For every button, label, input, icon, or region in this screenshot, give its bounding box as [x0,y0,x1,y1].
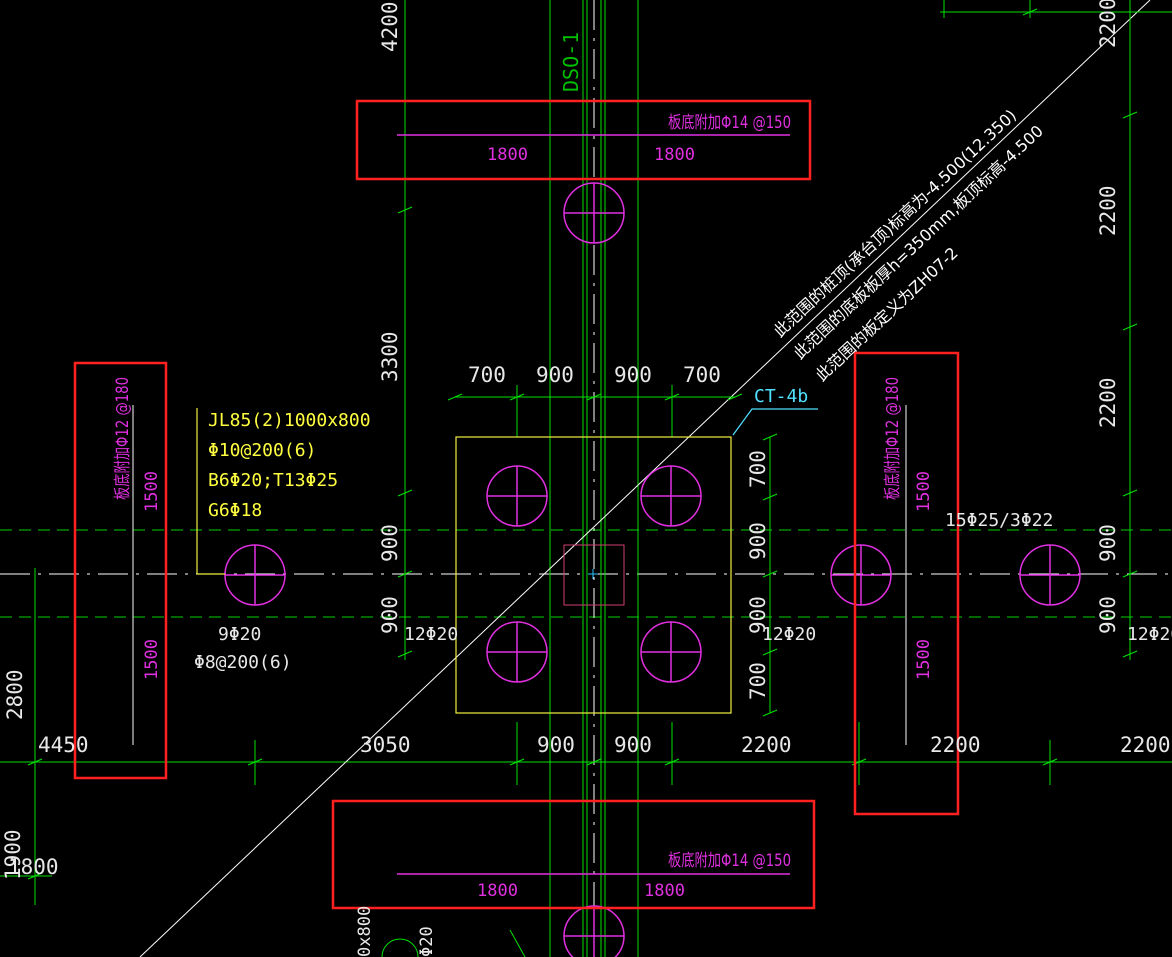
clipped-label-2: Φ20 [417,926,437,957]
rebar-left-length-lower: 1500 [142,639,162,680]
pile-marker [486,465,548,527]
beam-bottom-bar-label: 9Φ20 [218,624,261,645]
dim-bottom-3050: 3050 [360,733,411,757]
pile-marker-partial [381,938,419,957]
dim-left-1800: 1800 [8,855,59,879]
cap-leader-line [732,408,818,436]
dim-cap-top-3: 900 [614,363,652,387]
dim-bottom-2200-a: 2200 [741,733,792,757]
highlight-box-top [355,99,812,181]
rebar-top-length-right: 1800 [654,145,695,165]
dim-bottom-900-a: 900 [537,733,575,757]
dim-left-900-a: 900 [378,524,402,562]
beam-label-2: Φ10@200(6) [208,440,316,461]
pile-marker [486,621,548,683]
rebar-right-length-upper: 1500 [914,471,934,512]
dim-top-right-2200: 2200 [1096,0,1120,48]
cap-name-label: CT-4b [754,386,808,407]
dim-bottom-2200-c: 2200 [1120,733,1171,757]
dim-bottom-2200-b: 2200 [930,733,981,757]
pile-marker [1019,544,1081,606]
rebar-bottom-length-left: 1800 [477,881,518,901]
column-strip [549,0,639,957]
dim-left-1900: 1900 [1,829,25,880]
piles[interactable] [224,182,1081,957]
pile-marker [830,544,892,606]
rebar-right-label: 板底附加Φ12 @180 [882,377,902,500]
dim-left-2800: 2800 [3,669,27,720]
dim-top-left-4200: 4200 [378,1,402,52]
highlight-box-left [73,361,168,780]
beam-bar-label-right: 15Φ25/3Φ22 [945,510,1053,531]
dim-cap-top-2: 900 [536,363,574,387]
dim-cap-right-4: 700 [746,662,770,700]
rebar-left-label: 板底附加Φ12 @180 [112,377,132,500]
beam-label-4: G6Φ18 [208,500,262,521]
rebar-bottom-length-right: 1800 [644,881,685,901]
beam-label-bracket [196,408,225,575]
pile-marker [640,621,702,683]
beam-bar-label-c: 12Φ20 [1127,624,1172,645]
rebar-top-length-left: 1800 [487,145,528,165]
dim-left-900-b: 900 [378,596,402,634]
highlight-boxes[interactable] [73,99,960,910]
pile-marker [640,465,702,527]
dim-right-2200-a: 2200 [1096,185,1120,236]
column-outline[interactable] [563,544,625,606]
highlight-box-right [853,351,960,816]
dim-bottom-4450: 4450 [38,733,89,757]
beam-stirrup-label: Φ8@200(6) [194,652,292,673]
pile-marker [563,182,625,244]
additional-rebar-lines [132,134,907,875]
rebar-right-length-lower: 1500 [914,639,934,680]
clipped-label-1: 0x800 [355,906,375,957]
dim-cap-top-4: 700 [683,363,721,387]
rebar-left-length-upper: 1500 [142,471,162,512]
dim-left-3300: 3300 [378,331,402,382]
dim-bottom-900-b: 900 [614,733,652,757]
dim-right-2200-b: 2200 [1096,377,1120,428]
highlight-box-bottom [331,799,816,910]
strip-label-dso: DSO-1 [559,32,583,92]
slab-boundary-diagonal [139,0,1151,957]
beam-label-3: B6Φ20;T13Φ25 [208,470,338,491]
dim-cap-right-3: 900 [746,596,770,634]
beam-bar-label-a: 12Φ20 [404,624,458,645]
beam-bar-label-b: 12Φ20 [762,624,816,645]
grid-axes [0,529,1172,763]
rebar-bottom-label: 板底附加Φ14 @150 [668,850,791,870]
dim-cap-right-1: 700 [746,450,770,488]
dim-cap-right-2: 900 [746,522,770,560]
pile-marker [563,905,625,957]
dim-right-900-a: 900 [1096,524,1120,562]
rebar-top-label: 板底附加Φ14 @150 [668,112,791,132]
pile-cap-outline[interactable] [455,436,732,714]
dim-cap-top-1: 700 [468,363,506,387]
beam-label-1: JL85(2)1000x800 [208,410,371,431]
pile-marker [224,544,286,606]
dim-right-900-b: 900 [1096,596,1120,634]
